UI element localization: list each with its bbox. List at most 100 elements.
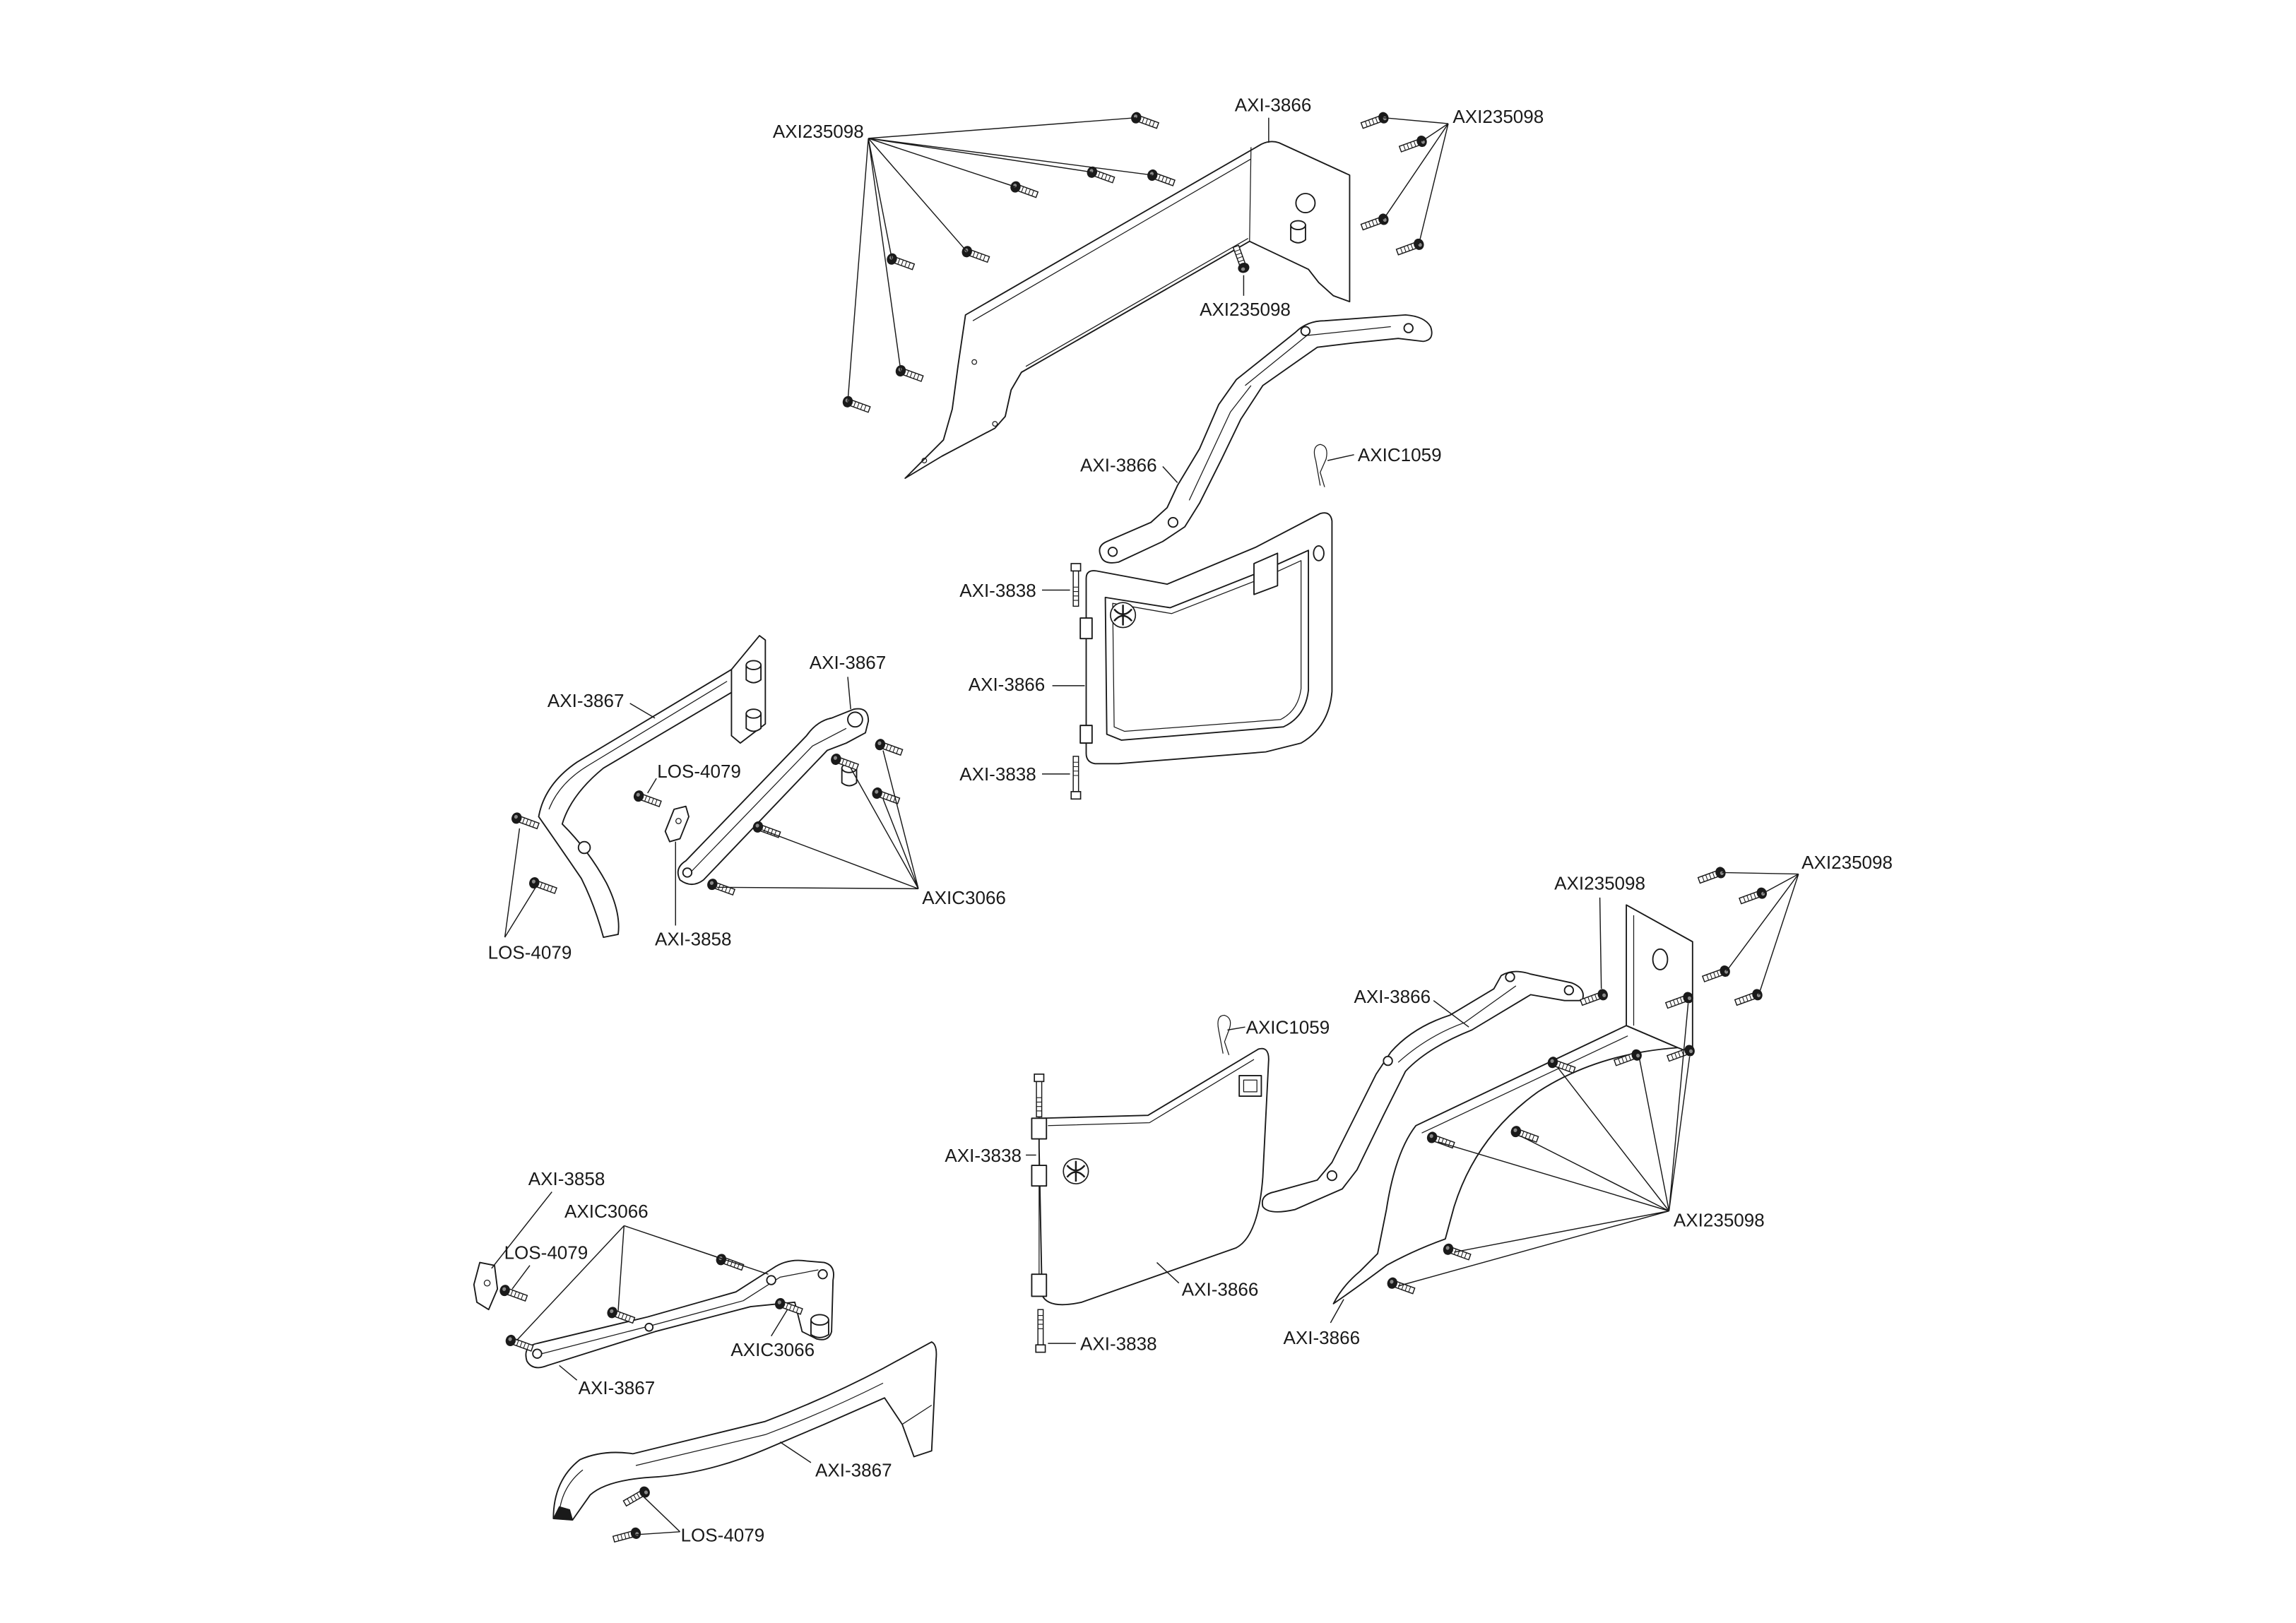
fender-brace-bottom <box>525 1259 834 1369</box>
leader-line <box>1330 1299 1344 1324</box>
screw-icon <box>1128 109 1161 132</box>
hinge-pin-icon <box>1035 1309 1046 1353</box>
screw-icon <box>840 393 872 416</box>
callout-label: AXI-3866 <box>969 674 1046 695</box>
callout-label: AXI-3866 <box>1235 94 1312 115</box>
leader-line <box>1433 1000 1469 1028</box>
leader-line <box>647 778 657 794</box>
callout-label: AXI-3838 <box>959 763 1036 785</box>
screw-icon <box>631 788 663 810</box>
screw-icon <box>1508 1124 1540 1146</box>
hinge-pin-icon <box>1070 756 1082 800</box>
callout-label: AXI-3858 <box>655 929 732 950</box>
screw-icon <box>1144 167 1177 189</box>
screw-icon <box>884 251 916 273</box>
screw-icon <box>1008 179 1040 201</box>
rear-fender-panel-right <box>1332 904 1693 1304</box>
door-panel-right <box>1031 1047 1270 1306</box>
callout-label: AXIC3066 <box>564 1201 649 1222</box>
screw-icon <box>893 362 925 385</box>
leader-line <box>771 1309 788 1337</box>
callout-label: AXI-3838 <box>959 580 1036 601</box>
hinge-pin-icon <box>1070 563 1082 607</box>
leader-line <box>779 1441 812 1463</box>
screw-icon <box>750 819 783 841</box>
screw-icon <box>509 810 541 833</box>
leader-line <box>1722 872 1799 995</box>
leader-line <box>716 750 919 890</box>
hinge-pin-icon <box>1034 1074 1045 1118</box>
front-fender-left <box>538 635 767 939</box>
screw-icon <box>1700 963 1733 985</box>
callout-label: AXI235098 <box>1674 1210 1765 1231</box>
callout-label: AXIC1059 <box>1246 1017 1330 1038</box>
callout-label: AXI235098 <box>1200 299 1291 320</box>
screw-icon <box>503 1332 535 1355</box>
callout-labels: AXI235098 AXI-3866 AXI235098 AXI235098 A… <box>488 94 1893 1545</box>
leader-line <box>1162 465 1178 483</box>
screw-icon <box>621 1483 653 1509</box>
callout-label: AXI-3866 <box>1354 986 1431 1007</box>
callout-label: AXI-3866 <box>1182 1278 1259 1300</box>
screw-icon <box>605 1304 637 1327</box>
screw-icon <box>714 1252 745 1274</box>
leader-line <box>629 703 656 719</box>
body-clip-top <box>1313 444 1327 487</box>
leader-line <box>1599 897 1602 989</box>
screw-icon <box>1440 1241 1473 1264</box>
leader-line <box>491 1191 552 1269</box>
callout-label: LOS-4079 <box>657 761 741 782</box>
screw-icon <box>959 244 991 266</box>
body-clip-right <box>1217 1014 1231 1055</box>
leader-line <box>1397 1003 1691 1287</box>
screw-icon <box>611 1526 643 1546</box>
leader-line <box>1327 454 1354 461</box>
fender-brace-left <box>677 708 870 886</box>
leader-line <box>847 677 851 710</box>
screw-icon <box>1395 236 1426 258</box>
leader-line <box>516 1225 769 1341</box>
door-upper-bar-top <box>1099 314 1433 564</box>
callout-label: AXI-3867 <box>810 652 887 673</box>
screw-icon <box>1733 987 1765 1009</box>
screw-icon <box>1385 1275 1416 1297</box>
callout-label: AXI-3858 <box>528 1168 605 1189</box>
screw-icon <box>1359 109 1391 132</box>
screw-icon <box>1229 244 1252 275</box>
callout-label: AXIC3066 <box>922 887 1006 908</box>
callout-label: AXI-3866 <box>1080 455 1157 476</box>
screw-icon <box>872 737 904 759</box>
leader-line <box>559 1365 578 1381</box>
callout-label: AXI235098 <box>773 121 864 142</box>
leader-line <box>1383 117 1449 245</box>
screw-icon <box>1397 133 1429 155</box>
front-fender-bottom <box>552 1341 937 1521</box>
callout-label: AXI235098 <box>1801 852 1893 873</box>
door-frame-top <box>1079 512 1333 765</box>
axial-logo <box>1109 601 1137 629</box>
leader-line <box>1156 1262 1180 1284</box>
leader-line <box>504 828 536 938</box>
leader-line <box>635 1494 681 1535</box>
callout-label: AXIC3066 <box>730 1339 815 1360</box>
leader-line <box>1227 1026 1245 1031</box>
axial-logo <box>1062 1158 1089 1185</box>
mount-clip-left <box>664 805 690 843</box>
screw-icon <box>497 1283 529 1304</box>
callout-label: LOS-4079 <box>681 1524 765 1545</box>
callout-label: AXI-3838 <box>945 1145 1022 1166</box>
screw-icon <box>1696 864 1728 887</box>
screw-icon <box>1578 987 1611 1009</box>
callout-label: AXI235098 <box>1452 106 1544 127</box>
door-upper-bar-right <box>1261 970 1584 1213</box>
callout-label: AXI-3867 <box>579 1377 656 1398</box>
callout-label: AXI-3866 <box>1284 1327 1361 1348</box>
leader-lines <box>491 117 1799 1535</box>
callout-label: AXIC1059 <box>1358 444 1442 465</box>
callout-label: AXI-3838 <box>1080 1333 1157 1355</box>
callout-label: LOS-4079 <box>504 1242 588 1263</box>
callout-label: LOS-4079 <box>488 941 572 963</box>
callout-label: AXI-3867 <box>815 1460 892 1481</box>
leader-line <box>511 1265 531 1290</box>
